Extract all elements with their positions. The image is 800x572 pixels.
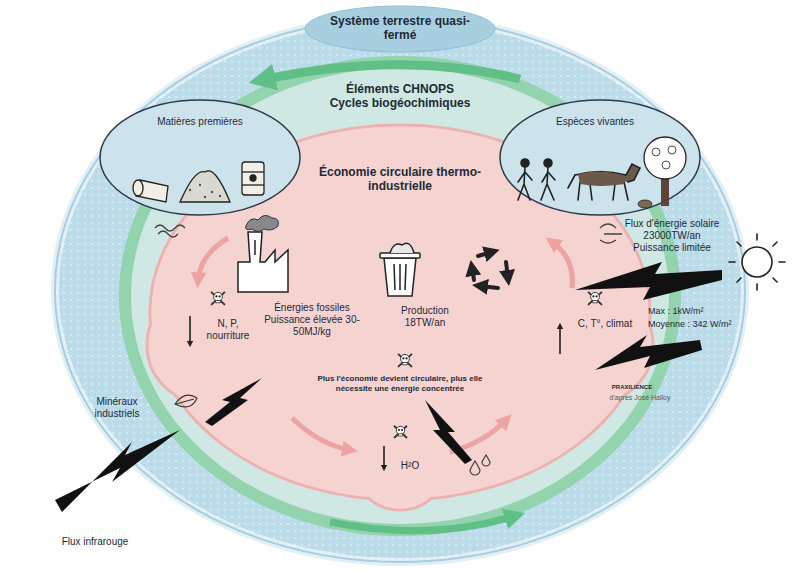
drawing-part: [155, 225, 185, 237]
drawing-part: [390, 243, 414, 253]
drawing-part: [472, 252, 508, 288]
drawing-part: [425, 400, 472, 464]
ring-title: Éléments CHNOPS Cycles biogéochimiques: [325, 82, 475, 111]
drawing-part: [638, 200, 652, 208]
drawing-part: [652, 148, 660, 156]
drawing-part: [133, 180, 143, 196]
drawing-part: [668, 146, 676, 154]
drawing-part: [399, 354, 412, 366]
lobe-label: H²O: [393, 460, 427, 472]
drawing-part: [399, 264, 401, 290]
drawing-part: [242, 171, 264, 172]
drawing-part: [204, 196, 206, 198]
drawing-part: [480, 286, 498, 288]
measure-label: Max : 1kW/m²: [648, 306, 748, 317]
drawing-part: [575, 262, 722, 300]
drawing-part: [405, 264, 406, 290]
note-text: Plus l'économie devient circulaire, plus…: [310, 374, 490, 393]
drawing-part: [662, 161, 670, 169]
logo-text: PRAXILIENCE: [597, 384, 667, 391]
drawing-part: [212, 292, 225, 304]
drawing-part: [205, 378, 262, 426]
ellipse-title: Matières premières: [155, 116, 245, 128]
drawing-part: [330, 516, 515, 531]
drawing-part: [198, 238, 228, 280]
lobe-label: N, P, nourriture: [200, 318, 256, 342]
drawing-part: [199, 184, 201, 186]
drawing-part: [644, 137, 686, 179]
system-title: Système terrestre quasi-fermé: [325, 14, 475, 43]
drawing-part: [133, 162, 264, 202]
drawing-part: [189, 184, 221, 198]
group-ellipse: [500, 100, 700, 215]
drawing-part: [638, 137, 686, 208]
drawing-part: [506, 262, 508, 278]
drawing-part: [189, 189, 191, 191]
drawing-part: [478, 252, 492, 256]
production-text: Production 18TW/an: [394, 305, 456, 329]
drawing-part: [380, 253, 420, 258]
drawing-part: [380, 243, 420, 296]
group-ellipse: [100, 100, 300, 215]
drawing-part: [729, 234, 785, 290]
drawing-part: [742, 247, 772, 277]
drawing-part: [383, 446, 385, 468]
measure-label: Moyenne : 342 W/m²: [648, 319, 748, 330]
drawing-part: [589, 292, 602, 304]
drawing-part: [238, 232, 288, 292]
drawing-part: [211, 191, 213, 193]
drawing-part: [600, 224, 622, 243]
drawing-part: [518, 167, 532, 200]
drawing-part: [292, 418, 350, 450]
drawing-part: [254, 240, 256, 255]
drawing-part: [595, 335, 702, 370]
drawing-part: [541, 167, 555, 200]
drawing-part: [521, 159, 529, 167]
drawing-part: [729, 234, 785, 290]
drawing-part: [246, 215, 279, 231]
drawing-part: [262, 65, 520, 80]
flux-label: Flux d'énergie solaire 23000TW/an Puissa…: [622, 218, 722, 254]
drawing-part: [180, 171, 230, 202]
flux-label: Flux infrarouge: [40, 536, 150, 548]
drawing-part: [238, 232, 288, 292]
ellipse-title: Espèces vivantes: [555, 116, 635, 128]
earth-texture: [55, 18, 745, 562]
drawing-part: [472, 268, 474, 280]
title-ellipse: [305, 6, 495, 52]
drawing-part: [559, 326, 561, 354]
drawing-part: [544, 159, 552, 167]
drawing-part: [470, 455, 490, 475]
drawing-part: [189, 316, 191, 344]
drawing-part: [175, 395, 197, 407]
drawing-part: [552, 242, 572, 288]
drawing-part: [250, 175, 256, 181]
drawing-part: [395, 426, 407, 437]
drawing-part: [55, 430, 180, 512]
drawing-part: [219, 195, 221, 197]
drawing-part: [394, 264, 395, 290]
energy-text: Énergies fossiles Puissance élevée 30-50…: [262, 302, 362, 338]
lobe-label: C, T°, climat: [577, 318, 633, 330]
drawing-part: [578, 171, 624, 186]
economy-title: Économie circulaire thermo-industrielle: [315, 165, 485, 194]
earth-outline: [55, 18, 745, 562]
drawing-part: [518, 159, 640, 200]
drawing-part: [384, 258, 416, 296]
credit-text: d'après José Halloy: [595, 394, 685, 402]
drawing-part: [568, 175, 575, 188]
drawing-part: [242, 184, 264, 185]
region-label: Minéraux industriels: [88, 396, 146, 420]
drawing-part: [242, 162, 264, 195]
